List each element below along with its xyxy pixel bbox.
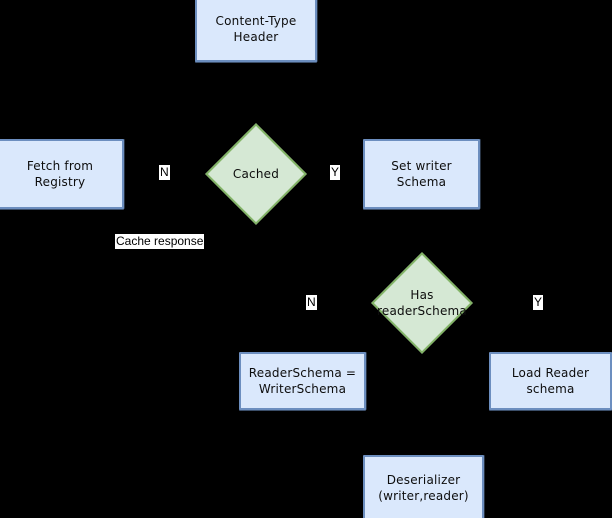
edge-label-cached-no: N: [159, 165, 170, 180]
node-load-reader-schema[interactable]: Load Reader schema: [489, 352, 612, 410]
node-fetch-from-registry[interactable]: Fetch from Registry: [0, 139, 124, 209]
node-set-writer-schema[interactable]: Set writer Schema: [363, 139, 480, 209]
node-set-writer-schema-label: Set writer Schema: [391, 159, 452, 189]
node-load-reader-schema-label: Load Reader schema: [511, 366, 590, 396]
node-reader-equals-writer[interactable]: ReaderSchema = WriterSchema: [239, 352, 366, 410]
edge-label-cache-response: Cache response: [115, 234, 205, 249]
node-cached-decision[interactable]: Cached: [205, 123, 307, 225]
node-deserializer-label: Deserializer (writer,reader): [378, 473, 469, 503]
node-has-reader-schema-decision-label: Has readerSchema: [377, 288, 467, 318]
node-fetch-from-registry-label: Fetch from Registry: [26, 159, 94, 189]
node-cached-decision-label: Cached: [232, 167, 280, 181]
node-content-type-header[interactable]: Content-Type Header: [195, 0, 317, 62]
edge-label-reader-yes: Y: [533, 295, 544, 310]
node-has-reader-schema-decision[interactable]: Has readerSchema: [371, 252, 473, 354]
edge-label-cached-yes: Y: [330, 165, 341, 180]
node-reader-equals-writer-label: ReaderSchema = WriterSchema: [248, 366, 357, 396]
edge-label-reader-no: N: [306, 295, 317, 310]
node-content-type-header-label: Content-Type Header: [215, 14, 297, 44]
node-deserializer[interactable]: Deserializer (writer,reader): [363, 455, 484, 518]
